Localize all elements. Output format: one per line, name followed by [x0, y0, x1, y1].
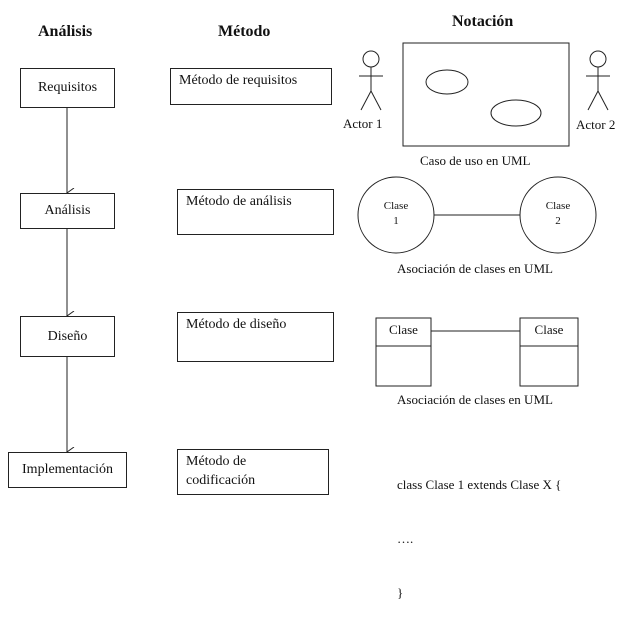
class-box-left-name: Clase	[389, 322, 418, 337]
method-requisitos: Método de requisitos	[170, 68, 332, 105]
actor-2-label: Actor 2	[576, 117, 616, 132]
header-notation: Notación	[452, 13, 514, 30]
method-codificacion: Método de codificación	[177, 449, 329, 495]
class-circle-2-name: Clase	[545, 200, 571, 212]
use-case-system-box	[402, 42, 570, 147]
stage-analisis: Análisis	[20, 193, 115, 229]
diagram-lines	[0, 42, 610, 491]
header-analysis: Análisis	[38, 23, 93, 40]
class-diagram-caption: Asociación de clases en UML	[397, 392, 553, 407]
method-diseno-text: Método de diseño	[186, 317, 287, 332]
class-circle-1-number: 1	[393, 215, 399, 228]
use-case-caption: Caso de uso en UML	[420, 153, 531, 168]
method-requisitos-text: Método de requisitos	[179, 73, 298, 88]
actor-2-figure	[586, 50, 610, 111]
stage-requisitos-label: Requisitos	[37, 80, 98, 95]
use-case-ellipse-1	[425, 69, 469, 95]
stage-diseno: Diseño	[20, 316, 115, 357]
method-analisis-text: Método de análisis	[186, 194, 292, 209]
class-circle-2-label: Clase 2	[535, 199, 581, 230]
code-line-1: class Clase 1 extends Clase X {	[397, 477, 562, 492]
class-circle-1-label: Clase 1	[373, 199, 419, 230]
stage-implementacion-label: Implementación	[22, 462, 113, 477]
stage-analisis-label: Análisis	[44, 203, 91, 218]
class-box-left	[375, 317, 432, 387]
code-snippet: class Clase 1 extends Clase X { …. }	[397, 440, 561, 620]
stage-implementacion: Implementación	[8, 452, 127, 488]
method-codificacion-line-2: codificación	[186, 472, 256, 488]
class-box-right	[519, 317, 579, 387]
method-analisis: Método de análisis	[177, 189, 334, 235]
actor-1-label: Actor 1	[343, 116, 383, 131]
code-line-2: ….	[397, 531, 414, 546]
actor-1-figure	[359, 50, 383, 111]
stage-diseno-label: Diseño	[47, 328, 88, 344]
stage-requisitos: Requisitos	[20, 68, 115, 108]
code-line-3: }	[397, 585, 404, 600]
method-codificacion-line-1: Método de	[186, 454, 247, 469]
class-circle-2-number: 2	[555, 215, 561, 228]
association-caption: Asociación de clases en UML	[397, 261, 553, 276]
class-circle-1-name: Clase	[383, 200, 409, 212]
use-case-ellipse-2	[490, 99, 542, 127]
method-diseno: Método de diseño	[177, 312, 334, 362]
class-box-right-name: Clase	[534, 322, 564, 337]
header-method: Método	[218, 23, 271, 40]
